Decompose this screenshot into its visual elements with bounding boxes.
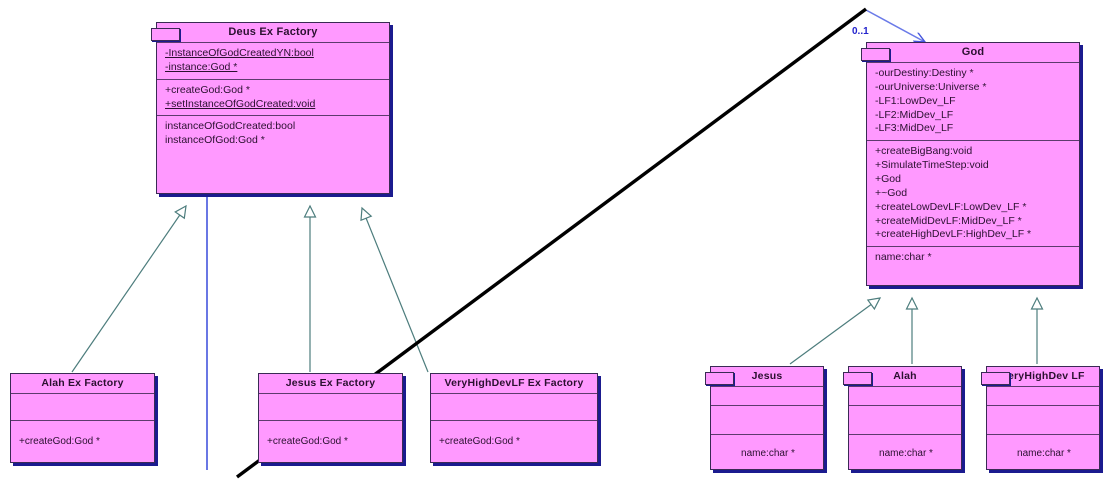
class-box-deus-ex-factory[interactable]: Deus Ex Factory -InstanceOfGodCreatedYN:… xyxy=(151,22,390,194)
attributes-compartment xyxy=(987,386,1099,405)
operations-compartment: +createGod:God * xyxy=(259,420,402,467)
class-name-alah-ex-factory: Alah Ex Factory xyxy=(41,377,124,389)
attributes-compartment xyxy=(711,386,823,405)
class-box-god[interactable]: God -ourDestiny:Destiny * -ourUniverse:U… xyxy=(861,42,1080,286)
class-box-alah-ex-factory[interactable]: Alah Ex Factory +createGod:God * xyxy=(10,373,155,463)
attributes-compartment xyxy=(259,393,402,420)
attribute-item: -instance:God * xyxy=(165,60,238,73)
class-tab-icon xyxy=(981,372,1010,385)
attributes-compartment xyxy=(431,393,597,420)
attribute-item: -LF1:LowDev_LF xyxy=(875,94,956,107)
operation-item: +createLowDevLF:LowDev_LF * xyxy=(875,200,1027,213)
operations-compartment: +createGod:God * xyxy=(431,420,597,467)
extra-compartment: name:char * xyxy=(711,434,823,479)
operation-item: +createHighDevLF:HighDev_LF * xyxy=(875,228,1032,241)
extra-item: name:char * xyxy=(741,448,795,459)
class-box-veryhighdev-lf[interactable]: VeryHighDev LF name:char * xyxy=(981,366,1100,470)
attribute-item: -LF2:MidDev_LF xyxy=(875,108,954,121)
extra-item: name:char * xyxy=(1017,448,1071,459)
class-name-deus-ex-factory: Deus Ex Factory xyxy=(228,26,318,38)
operations-compartment: +createBigBang:void +SimulateTimeStep:vo… xyxy=(867,140,1079,246)
operations-compartment xyxy=(849,405,961,434)
attributes-compartment xyxy=(11,393,154,420)
class-tab-icon xyxy=(705,372,734,385)
attribute-item: -ourDestiny:Destiny * xyxy=(875,67,974,79)
attributes-compartment: -InstanceOfGodCreatedYN:bool -instance:G… xyxy=(157,42,389,79)
operation-item: +createGod:God * xyxy=(19,436,100,447)
multiplicity-label-0-1: 0..1 xyxy=(852,26,869,37)
class-box-alah[interactable]: Alah name:char * xyxy=(843,366,962,470)
operations-compartment xyxy=(987,405,1099,434)
operations-compartment: +createGod:God * xyxy=(11,420,154,467)
attribute-item: -LF3:MidDev_LF xyxy=(875,122,954,135)
extra-item: name:char * xyxy=(875,251,932,264)
operation-item: +createGod:God * xyxy=(267,436,348,447)
class-tab-icon xyxy=(861,48,890,61)
operations-compartment: +createGod:God * +setInstanceOfGodCreate… xyxy=(157,78,389,116)
operations-compartment xyxy=(711,405,823,434)
class-box-veryhighdevlf-ex-factory[interactable]: VeryHighDevLF Ex Factory +createGod:God … xyxy=(430,373,598,463)
extra-compartment: instanceOfGodCreated:bool instanceOfGod:… xyxy=(157,115,389,152)
class-name-jesus-ex-factory: Jesus Ex Factory xyxy=(285,377,376,389)
operation-item: +SimulateTimeStep:void xyxy=(875,159,989,172)
generalization-alahfactory-to-deus xyxy=(71,204,187,373)
attributes-compartment: -ourDestiny:Destiny * -ourUniverse:Unive… xyxy=(867,62,1079,140)
operation-item: +createGod:God * xyxy=(439,436,520,447)
operation-item: +setInstanceOfGodCreated:void xyxy=(165,97,316,110)
attribute-item: -InstanceOfGodCreatedYN:bool xyxy=(165,47,314,59)
class-name-alah: Alah xyxy=(893,370,917,382)
operation-item: +~God xyxy=(875,186,908,199)
generalization-vhdfactory-to-deus xyxy=(360,206,429,373)
extra-item: name:char * xyxy=(879,448,933,459)
class-tab-icon xyxy=(843,372,872,385)
class-name-veryhighdev-lf: VeryHighDev LF xyxy=(1001,370,1085,382)
extra-compartment: name:char * xyxy=(987,434,1099,479)
operation-item: +createGod:God * xyxy=(165,83,250,96)
extra-compartment: name:char * xyxy=(849,434,961,479)
attributes-compartment xyxy=(849,386,961,405)
class-box-jesus[interactable]: Jesus name:char * xyxy=(705,366,824,470)
class-name-god: God xyxy=(961,46,985,58)
class-tab-icon xyxy=(151,28,180,41)
operation-item: +createMidDevLF:MidDev_LF * xyxy=(875,214,1022,227)
extra-item: instanceOfGodCreated:bool xyxy=(165,120,296,133)
extra-compartment: name:char * xyxy=(867,246,1079,269)
attribute-item: -ourUniverse:Universe * xyxy=(875,80,987,93)
class-box-jesus-ex-factory[interactable]: Jesus Ex Factory +createGod:God * xyxy=(258,373,403,463)
class-name-veryhighdevlf-ex-factory: VeryHighDevLF Ex Factory xyxy=(444,377,584,389)
operation-item: +createBigBang:void xyxy=(875,145,973,158)
generalization-jesus-to-god xyxy=(789,297,882,365)
operation-item: +God xyxy=(875,173,901,186)
extra-item: instanceOfGod:God * xyxy=(165,134,265,147)
